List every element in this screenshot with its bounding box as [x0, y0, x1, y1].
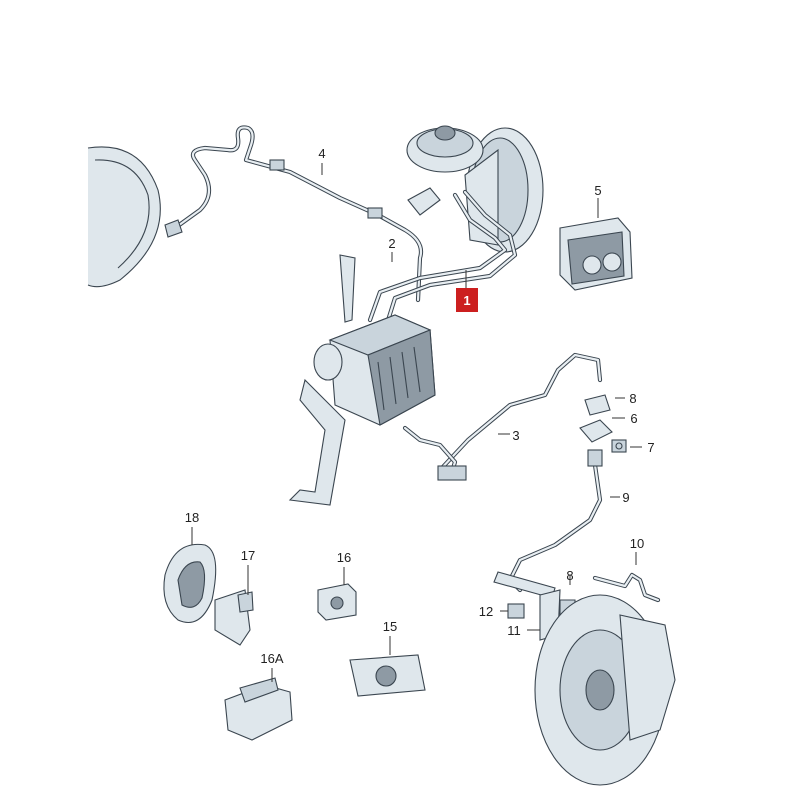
callout-label-15: 15 — [383, 619, 397, 634]
callout-label-1: 1 — [463, 293, 470, 308]
callout-label-7: 7 — [647, 440, 654, 455]
wheel-outline — [87, 146, 161, 288]
brake-line-3 — [402, 352, 603, 481]
callout-1-highlight-box — [456, 288, 478, 312]
brake-disc — [534, 594, 676, 786]
bolt-12 — [507, 603, 525, 619]
callout-label-18: 18 — [185, 510, 199, 525]
sensor-16 — [317, 583, 357, 621]
clip-17 — [214, 589, 254, 646]
leader-lines — [191, 163, 642, 682]
brake-hose-9 — [493, 449, 603, 599]
callout-label-8-upper: 8 — [629, 391, 636, 406]
holder-8-6 — [579, 394, 613, 443]
callout-label-10: 10 — [630, 536, 644, 551]
bolt-7 — [611, 439, 627, 453]
callout-label-2: 2 — [388, 236, 395, 251]
callout-label-8-lower: 8 — [566, 568, 573, 583]
abs-hydraulic-unit — [313, 314, 436, 426]
callout-label-12: 12 — [479, 604, 493, 619]
brake-booster — [406, 125, 544, 253]
callout-label-16a: 16A — [260, 651, 283, 666]
callout-label-6: 6 — [630, 411, 637, 426]
callout-label-9: 9 — [622, 490, 629, 505]
callout-label-17: 17 — [241, 548, 255, 563]
brake-line-4 — [164, 125, 424, 303]
callout-label-11: 11 — [507, 623, 521, 638]
grommet-18 — [163, 543, 217, 624]
callout-label-4: 4 — [318, 146, 325, 161]
callout-1: 1 — [456, 288, 478, 312]
holder-15 — [349, 654, 426, 697]
brake-line-10 — [592, 572, 661, 603]
sensor-16a — [224, 677, 293, 741]
callout-label-5: 5 — [594, 183, 601, 198]
callout-label-3: 3 — [512, 428, 519, 443]
brake-line-1-and-2 — [367, 189, 518, 333]
callout-labels: 2 3 4 5 6 7 8 8 9 10 11 12 15 16 16A 17 … — [185, 146, 655, 666]
control-module-5 — [559, 217, 633, 291]
abs-bracket — [288, 254, 356, 506]
callout-label-16: 16 — [337, 550, 351, 565]
